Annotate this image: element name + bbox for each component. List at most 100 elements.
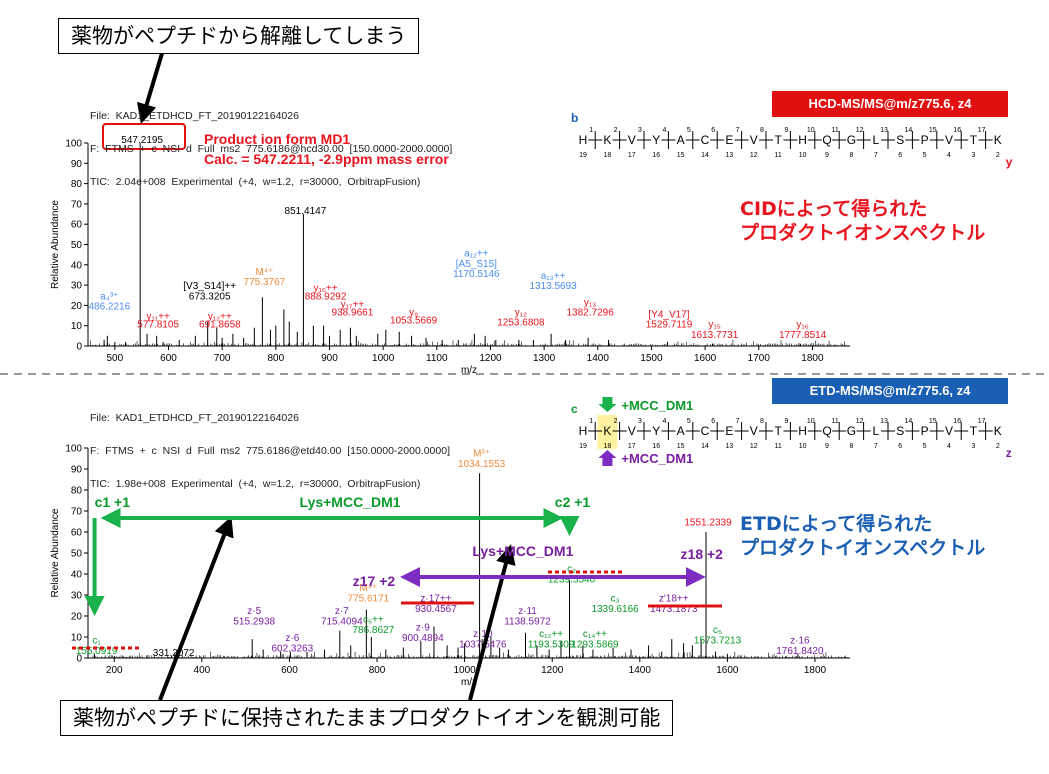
residue: G (847, 133, 856, 147)
c-term-index: 15 (677, 443, 685, 450)
peak-label: z'18++ (659, 593, 689, 604)
peak-label: z·17++ (420, 593, 451, 604)
n-term-index: 7 (736, 127, 740, 134)
y-axis-label: Relative Abundance (50, 508, 61, 597)
n-term-index: 17 (978, 418, 986, 425)
c-term-index: 18 (604, 443, 612, 450)
residue: Q (822, 424, 831, 438)
peak-label: 1551.2339 (684, 518, 732, 529)
peak-label: [V3_S14]++ (183, 281, 236, 292)
x-tick-label: 1800 (804, 665, 827, 676)
c-term-index: 16 (652, 152, 660, 159)
c-term-index: 13 (726, 443, 734, 450)
residue: L (872, 424, 879, 438)
c-term-index: 18 (604, 152, 612, 159)
y-tick-label: 50 (71, 549, 83, 560)
peak-label: M⁴⁺ (359, 583, 377, 594)
peak-label: 888.9292 (305, 291, 347, 302)
peak-label: 577.8105 (137, 320, 179, 331)
peak-label: 1138.5972 (504, 616, 551, 627)
etd-title-line2: プロダクトイオンスペクトル (740, 537, 986, 559)
x-axis-label: m/z (461, 677, 477, 688)
peak-label: y₁₂++ (208, 312, 232, 323)
hcd-header-line: F: FTMS + c NSI d Full ms2 775.6186@hcd3… (90, 143, 453, 155)
c-term-index: 6 (898, 443, 902, 450)
c-term-index: 15 (677, 152, 685, 159)
n-term-index: 5 (687, 127, 691, 134)
n-term-index: 14 (905, 418, 913, 425)
n-term-index: 5 (687, 418, 691, 425)
cid-title-line2: プロダクトイオンスペクトル (740, 222, 986, 244)
ion-series-label: c (571, 402, 578, 416)
c-term-index: 12 (750, 443, 758, 450)
y-tick-label: 0 (76, 654, 82, 665)
y-tick-label: 20 (71, 301, 83, 312)
c-term-index: 3 (971, 443, 975, 450)
x-tick-label: 1300 (533, 353, 556, 364)
peak-label: c₅ (713, 625, 722, 636)
n-term-index: 12 (856, 127, 864, 134)
residue: V (628, 424, 636, 438)
x-tick-label: 500 (106, 353, 123, 364)
residue: V (750, 424, 758, 438)
y-tick-label: 40 (71, 570, 83, 581)
z18-label: z18 +2 (681, 546, 724, 562)
peak-label: 900.4894 (402, 633, 444, 644)
peak-label: a₄³⁺ (100, 291, 118, 302)
residue: Q (822, 133, 831, 147)
green-down-arrow (598, 397, 617, 412)
x-axis-label: m/z (461, 365, 477, 376)
n-term-index: 16 (953, 127, 961, 134)
peak-label: z·9 (416, 623, 430, 634)
y-tick-label: 0 (76, 342, 82, 353)
n-term-index: 6 (711, 418, 715, 425)
peak-label: 1253.6808 (497, 318, 545, 329)
peak-label: y₁₆ (796, 320, 808, 331)
residue: H (579, 424, 588, 438)
peak-label: y₁₂ (515, 308, 527, 319)
mcc-label: +MCC_DM1 (621, 398, 693, 413)
n-term-index: 13 (880, 127, 888, 134)
c-term-index: 4 (947, 443, 951, 450)
peak-label: 1034.1553 (458, 459, 506, 470)
n-term-index: 8 (760, 418, 764, 425)
hcd-header: File: KAD1_ETDHCD_FT_20190122164026 F: F… (90, 89, 452, 210)
y-tick-label: 20 (71, 612, 83, 623)
y-tick-label: 30 (71, 281, 83, 292)
residue: T (775, 133, 783, 147)
peak-label: y₁₅ (708, 320, 720, 331)
c-term-index: 11 (775, 443, 782, 450)
n-term-index: 8 (760, 127, 764, 134)
y-tick-label: 60 (71, 528, 83, 539)
peak-label: 1382.7296 (566, 308, 614, 319)
n-term-index: 9 (784, 418, 788, 425)
n-term-index: 11 (832, 127, 839, 134)
peak-label: 547.2195 (121, 135, 163, 146)
c-term-index: 10 (799, 152, 807, 159)
y-tick-label: 40 (71, 260, 83, 271)
x-tick-label: 1700 (748, 353, 771, 364)
residue: Y (652, 424, 660, 438)
residue: A (677, 424, 685, 438)
peak-label: c₁₄++ (583, 629, 607, 640)
residue: V (628, 133, 636, 147)
mcc-label: +MCC_DM1 (621, 451, 693, 466)
peak-label: 673.3205 (189, 291, 231, 302)
peak-label: 1193.5309 (528, 640, 575, 651)
x-tick-label: 700 (214, 353, 231, 364)
y-tick-label: 90 (71, 159, 83, 170)
x-tick-label: 1200 (541, 665, 564, 676)
x-tick-label: 1500 (640, 353, 663, 364)
c2-label: c2 +1 (555, 494, 591, 510)
peak-label: 1573.7213 (694, 635, 742, 646)
product-ion-title: Product ion form MD1 (204, 131, 351, 147)
x-tick-label: 1000 (372, 353, 395, 364)
n-term-index: 9 (784, 127, 788, 134)
z17-label: z17 +2 (353, 573, 396, 589)
residue: V (750, 133, 758, 147)
y-tick-label: 90 (71, 465, 83, 476)
peak-label: 515.2938 (233, 616, 275, 627)
y-axis-label: Relative Abundance (50, 200, 61, 289)
peak-label: 1170.5146 (453, 269, 500, 280)
